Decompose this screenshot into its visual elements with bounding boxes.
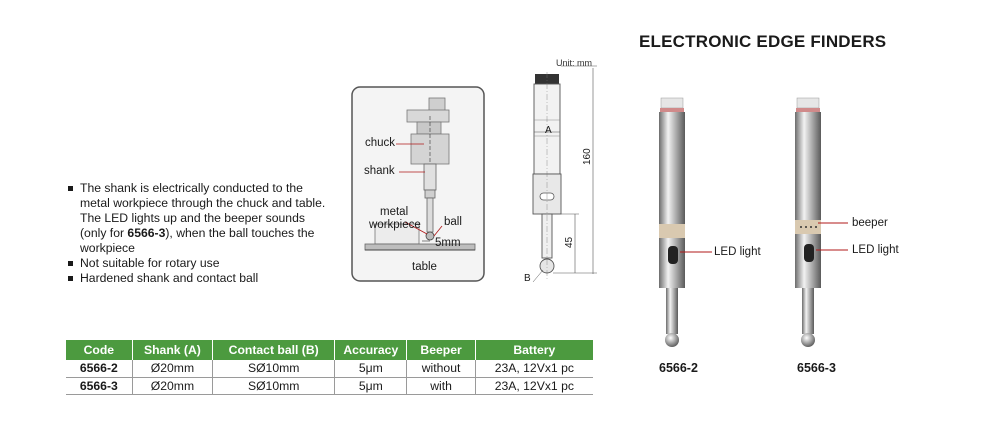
page-title: ELECTRONIC EDGE FINDERS [639, 32, 887, 51]
cell-shank: Ø20mm [132, 377, 214, 395]
cell-battery: 23A, 12Vx1 pc [475, 377, 593, 395]
dimension-a-label: A [545, 125, 552, 136]
edge-finder-6566-3 [795, 97, 848, 347]
tip-dimension: 45 [564, 236, 575, 248]
dimension-drawing [532, 65, 597, 283]
edge-finder-6566-2 [659, 97, 712, 347]
usage-diagram [351, 86, 485, 282]
table-label: table [412, 261, 437, 273]
led-light-label-right: LED light [852, 244, 899, 256]
shank-label: shank [364, 165, 395, 177]
header-contact-ball: Contact ball (B) [212, 340, 336, 360]
unit-label: Unit: mm [556, 58, 592, 68]
spec-table-header: Code Shank (A) Contact ball (B) Accuracy… [66, 340, 593, 360]
cell-beeper: without [406, 360, 476, 378]
cell-code: 6566-2 [66, 360, 133, 378]
feature-list: The shank is electrically conducted to t… [66, 181, 334, 286]
cell-beeper: with [406, 377, 476, 395]
spec-table: Code Shank (A) Contact ball (B) Accuracy… [66, 340, 593, 395]
ball-label: ball [444, 216, 462, 228]
feature-item: Hardened shank and contact ball [66, 271, 334, 286]
model-label-6566-3: 6566-3 [797, 361, 836, 375]
header-code: Code [66, 340, 133, 360]
cell-battery: 23A, 12Vx1 pc [475, 360, 593, 378]
cell-contact-ball: SØ10mm [212, 360, 336, 378]
product-photos [659, 97, 848, 347]
led-light-label-left: LED light [714, 246, 761, 258]
model-label-6566-2: 6566-2 [659, 361, 698, 375]
dimension-b-label: B [524, 273, 531, 284]
header-beeper: Beeper [406, 340, 476, 360]
beeper-label: beeper [852, 217, 888, 229]
chuck-label: chuck [365, 137, 396, 149]
gap-label: 5mm [435, 237, 461, 249]
cell-shank: Ø20mm [132, 360, 214, 378]
cell-code: 6566-3 [66, 377, 133, 395]
cell-accuracy: 5μm [334, 377, 408, 395]
header-accuracy: Accuracy [334, 340, 408, 360]
cell-contact-ball: SØ10mm [212, 377, 336, 395]
feature-item: The shank is electrically conducted to t… [66, 181, 334, 256]
metal-label: metal [380, 206, 409, 218]
header-shank: Shank (A) [132, 340, 214, 360]
header-battery: Battery [475, 340, 593, 360]
workpiece-label: workpiece [369, 219, 421, 231]
length-dimension: 160 [582, 148, 593, 165]
cell-accuracy: 5μm [334, 360, 408, 378]
table-row: 6566-3 Ø20mm SØ10mm 5μm with 23A, 12Vx1 … [66, 377, 593, 395]
table-row: 6566-2 Ø20mm SØ10mm 5μm without 23A, 12V… [66, 360, 593, 378]
feature-item: Not suitable for rotary use [66, 256, 334, 271]
